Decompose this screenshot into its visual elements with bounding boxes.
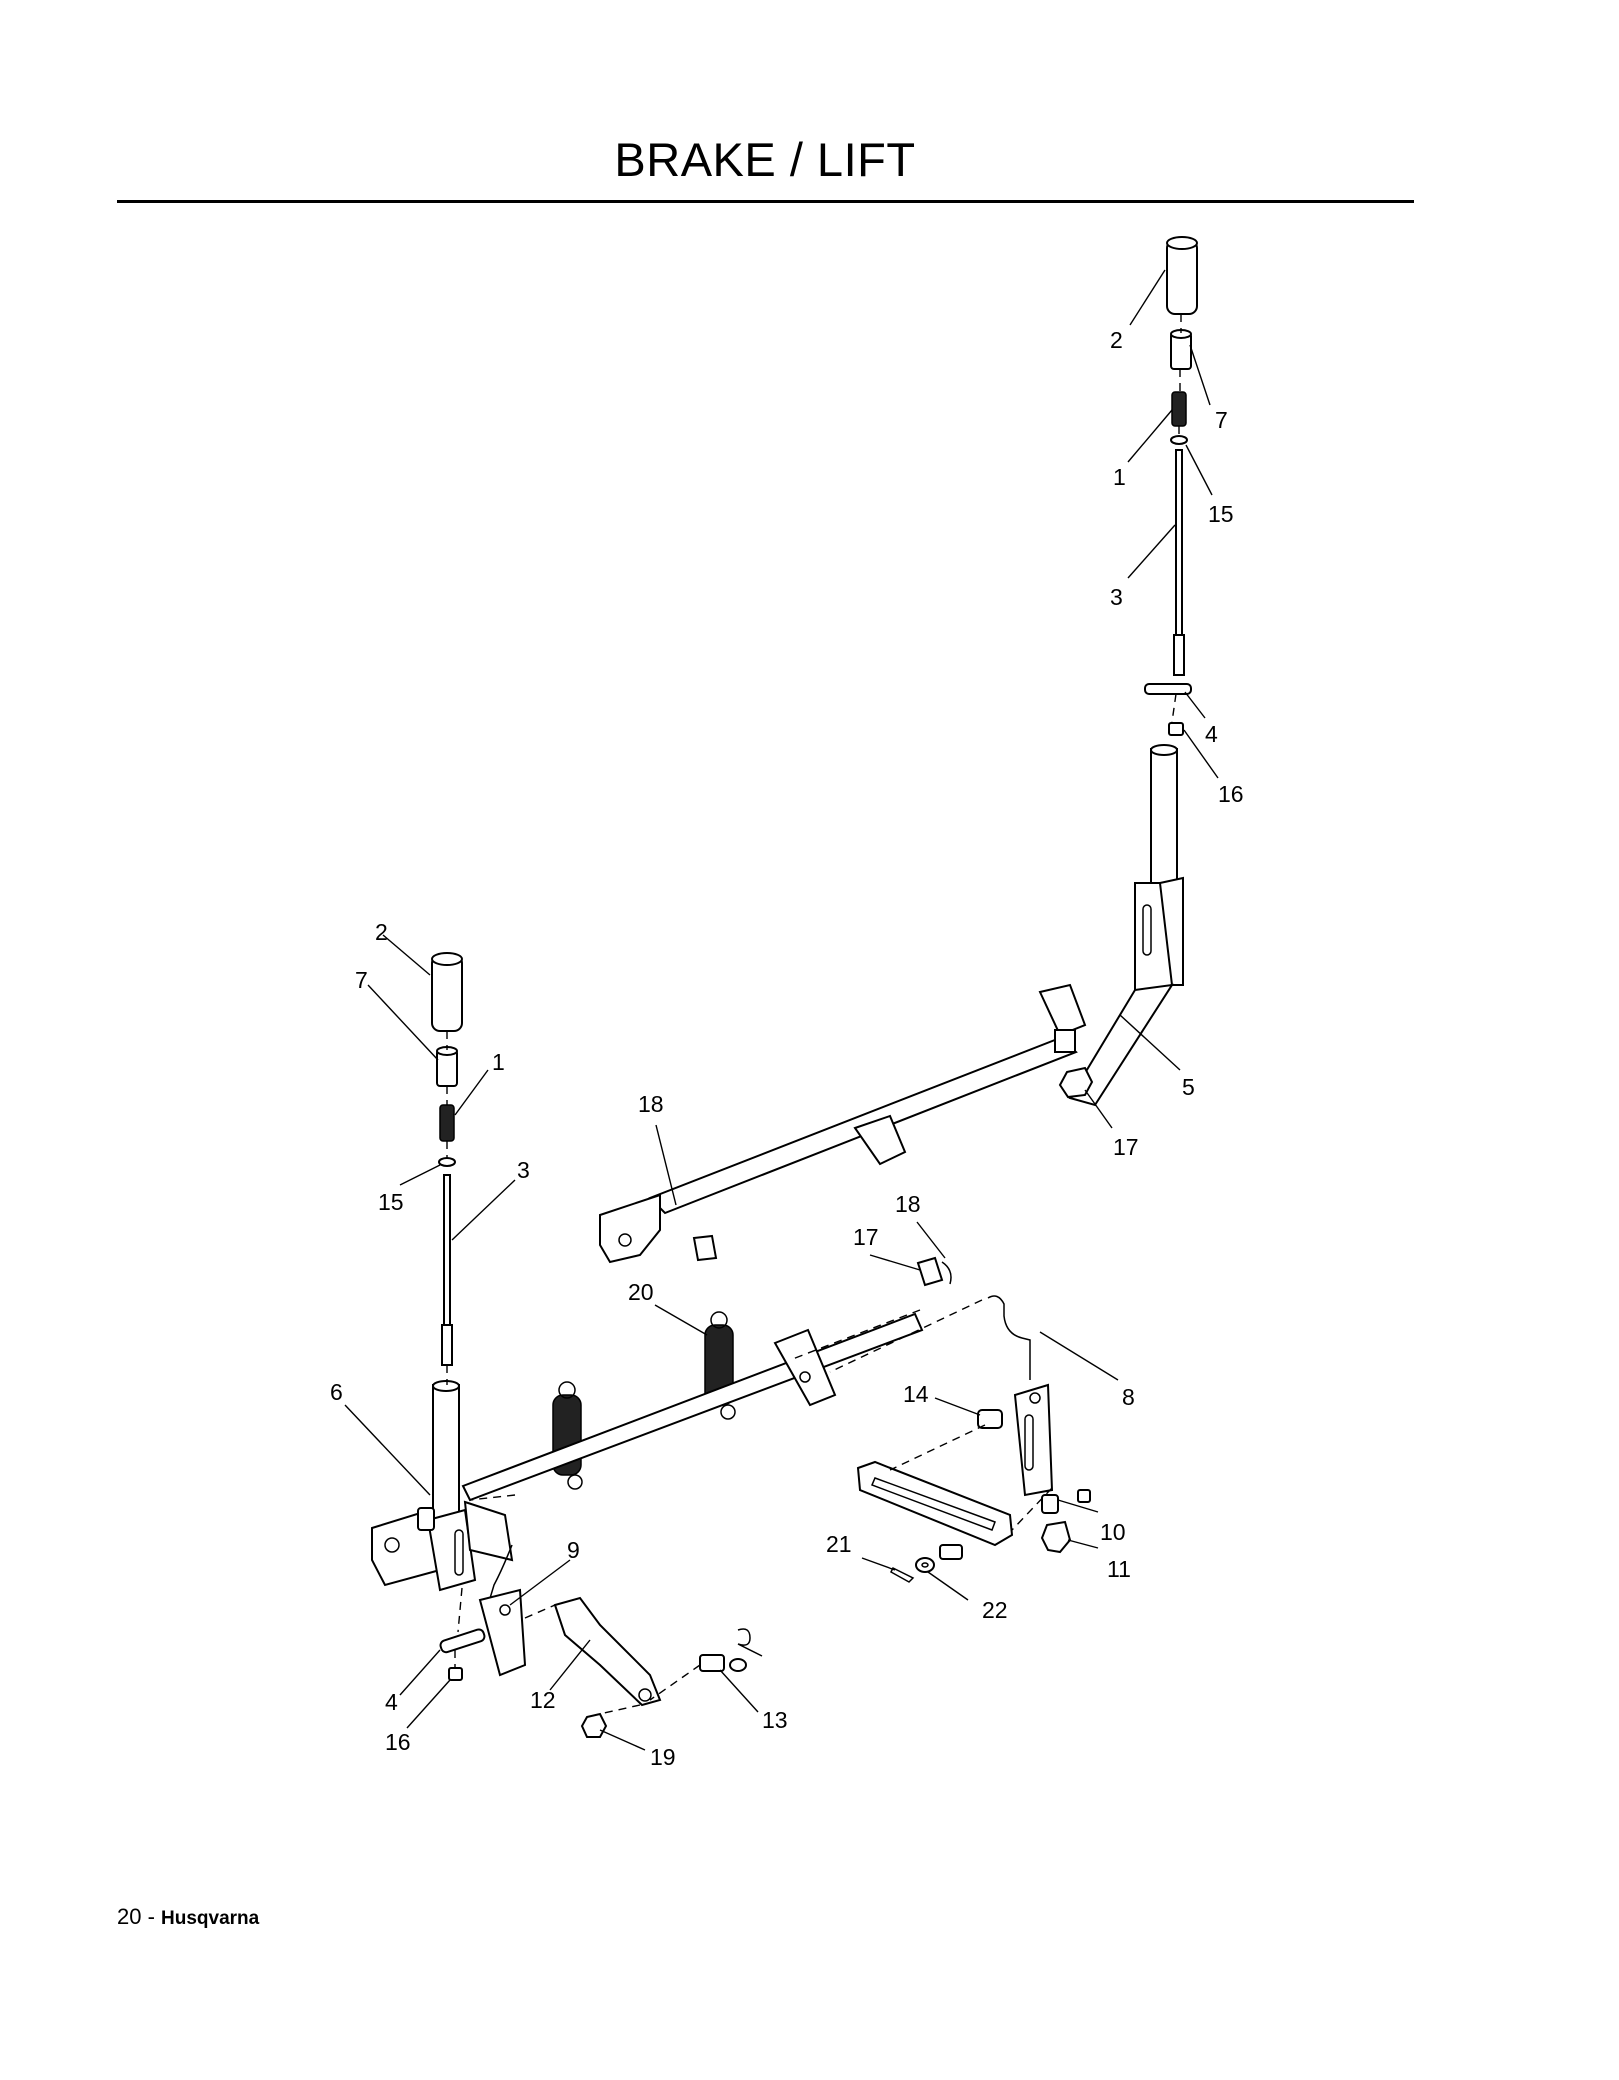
right-pin <box>1144 683 1192 695</box>
callout-17-right: 17 <box>1113 1134 1139 1160</box>
title-rule <box>117 200 1414 203</box>
callout-20: 20 <box>628 1279 654 1305</box>
left-handle-grip <box>431 952 463 1032</box>
upper-lift-shaft <box>599 1029 1078 1264</box>
brake-link-right <box>856 1460 1014 1547</box>
lift-arm-bracket-5 <box>1038 876 1184 1107</box>
nut-11 <box>1040 1520 1072 1554</box>
callout-4-left: 4 <box>385 1689 398 1715</box>
page-footer: 20 - Husqvarna <box>117 1904 259 1930</box>
right-lift-rod <box>1173 449 1185 676</box>
callout-18-mid: 18 <box>895 1191 921 1217</box>
lower-lift-shaft <box>461 1312 924 1502</box>
left-lift-rod <box>441 1174 453 1366</box>
right-shaft-nut <box>1058 1066 1094 1099</box>
leader-lines <box>344 269 1219 1751</box>
callout-16-top: 16 <box>1218 781 1244 807</box>
right-lift-arm-tube <box>1150 744 1178 900</box>
pivot-pin-14 <box>977 1409 1003 1429</box>
right-nut <box>1168 722 1184 736</box>
pin-right-lower <box>939 1544 963 1560</box>
footer-brand: Husqvarna <box>161 1908 260 1929</box>
brake-link-12 <box>553 1596 662 1707</box>
page-title: BRAKE / LIFT <box>614 133 916 186</box>
middle-clip <box>916 1256 952 1287</box>
callout-21: 21 <box>826 1531 852 1557</box>
footer-page-number: 20 - <box>117 1904 162 1929</box>
callout-15-top: 15 <box>1208 501 1234 527</box>
callout-18-left: 18 <box>638 1091 664 1117</box>
left-pin-4 <box>439 1628 486 1654</box>
callout-9: 9 <box>567 1537 580 1563</box>
left-washer <box>438 1157 456 1167</box>
callout-2-top: 2 <box>1110 327 1123 353</box>
callout-3-left: 3 <box>517 1157 530 1183</box>
callout-8: 8 <box>1122 1384 1135 1410</box>
right-spring <box>1171 391 1187 427</box>
callout-22: 22 <box>982 1597 1008 1623</box>
pivot-pin-13 <box>699 1654 725 1672</box>
linkage-rod-9 <box>487 1544 513 1606</box>
callout-4-top: 4 <box>1205 721 1218 747</box>
callout-15-left: 15 <box>378 1189 404 1215</box>
callout-11: 11 <box>1107 1556 1131 1582</box>
linkage-rod-8 <box>987 1295 1031 1380</box>
right-grip-bushing <box>1170 329 1192 370</box>
callout-10: 10 <box>1100 1519 1126 1545</box>
left-nut-16 <box>448 1667 463 1681</box>
callout-3-top: 3 <box>1110 584 1123 610</box>
callout-labels: 2 7 1 15 3 4 16 5 17 18 18 17 20 8 14 10… <box>330 327 1244 1770</box>
assembly-lines <box>446 314 1182 1716</box>
nut-10 <box>1041 1489 1091 1514</box>
left-lever-bracket <box>478 1588 527 1677</box>
hairpin-left <box>729 1628 763 1672</box>
washer-22 <box>915 1557 935 1573</box>
left-lift-arm-6 <box>371 1380 514 1592</box>
right-handle-grip <box>1166 236 1198 315</box>
callout-2-left: 2 <box>375 919 388 945</box>
callout-13: 13 <box>762 1707 788 1733</box>
callout-1-top: 1 <box>1113 464 1126 490</box>
callout-12: 12 <box>530 1687 556 1713</box>
callout-19: 19 <box>650 1744 676 1770</box>
spring-left <box>552 1381 583 1490</box>
right-lever-bracket <box>1013 1383 1054 1497</box>
callout-17-mid: 17 <box>853 1224 879 1250</box>
clip-21 <box>890 1566 915 1583</box>
upper-shaft-bushing <box>692 1234 718 1262</box>
callout-16-left: 16 <box>385 1729 411 1755</box>
callout-14: 14 <box>903 1381 929 1407</box>
right-washer <box>1170 435 1188 445</box>
nut-19 <box>580 1712 608 1738</box>
callout-7-top: 7 <box>1215 407 1228 433</box>
callout-1-left: 1 <box>492 1049 505 1075</box>
left-spring <box>439 1104 455 1142</box>
callout-5: 5 <box>1182 1074 1195 1100</box>
left-grip-bushing <box>436 1046 458 1087</box>
callout-6: 6 <box>330 1379 343 1405</box>
callout-7-left: 7 <box>355 967 368 993</box>
